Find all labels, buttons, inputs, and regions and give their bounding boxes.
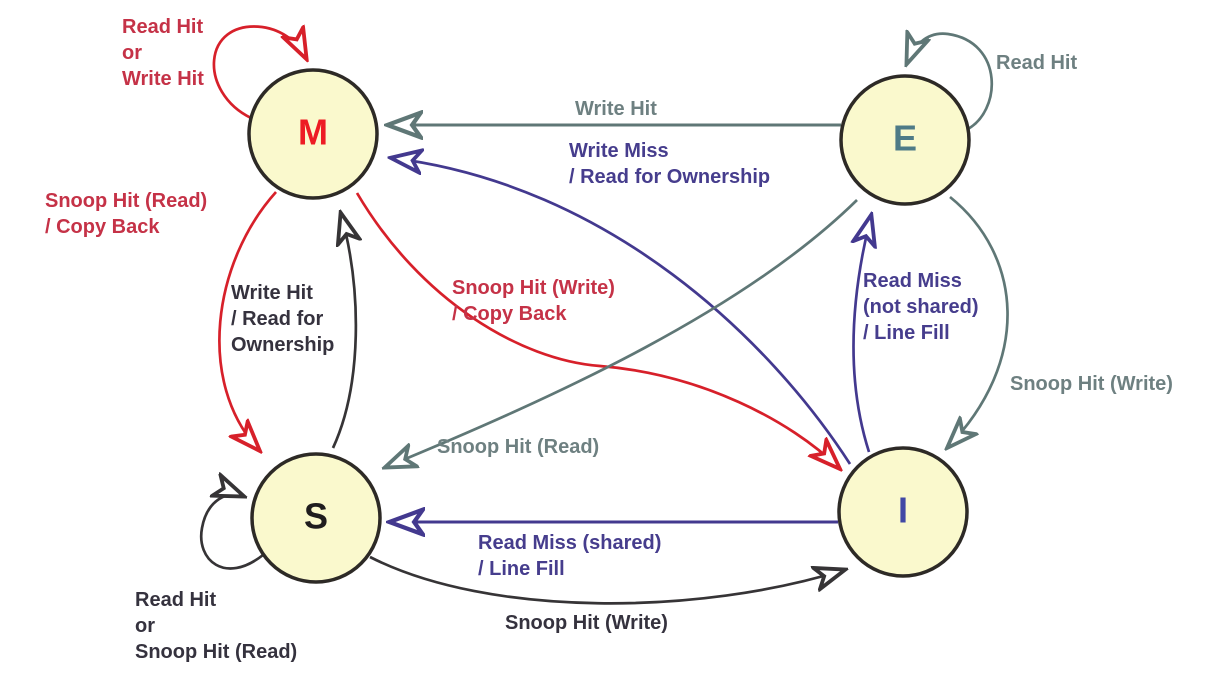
edge-label-m-self: Read Hit or Write Hit [122,16,204,90]
state-label-e: E [892,117,918,159]
state-label-s: S [303,495,329,537]
edge-e-self-loop [907,34,994,132]
edge-e-to-i [948,195,1009,447]
edge-m-to-s [218,191,278,450]
edge-label-i-to-s: Read Miss (shared) / Line Fill [478,532,662,580]
edge-label-s-self: Read Hit or Snoop Hit (Read) [135,589,298,663]
edge-label-e-self: Read Hit [996,52,1078,74]
state-node-e [839,74,971,206]
state-node-i [837,446,969,578]
edge-m-self-loop [212,27,306,120]
edge-s-to-m [331,214,356,449]
state-node-s [250,452,382,584]
state-label-m: M [298,111,328,153]
edge-label-i-to-m: Write Miss / Read for Ownership [569,140,771,188]
edge-label-e-to-i: Snoop Hit (Write) [1010,373,1173,395]
edge-label-m-to-i: Snoop Hit (Write) / Copy Back [452,277,615,325]
edge-s-to-i [369,555,844,605]
edge-m-to-i [355,192,839,468]
edge-i-to-e [853,216,871,453]
edge-s-self-loop [199,494,264,570]
edge-label-s-to-i: Snoop Hit (Write) [505,612,668,634]
edge-label-e-to-s: Snoop Hit (Read) [437,436,600,458]
edge-label-m-to-s: Snoop Hit (Read) / Copy Back [45,190,208,238]
edge-e-to-s [386,199,858,467]
edge-label-s-to-m: Write Hit / Read for Ownership [231,282,335,356]
edge-label-i-to-e: Read Miss (not shared) / Line Fill [863,270,979,344]
edge-i-to-m [392,158,852,465]
edge-label-e-to-m: Write Hit [575,98,657,120]
state-node-m [247,68,379,200]
state-label-i: I [897,489,909,531]
